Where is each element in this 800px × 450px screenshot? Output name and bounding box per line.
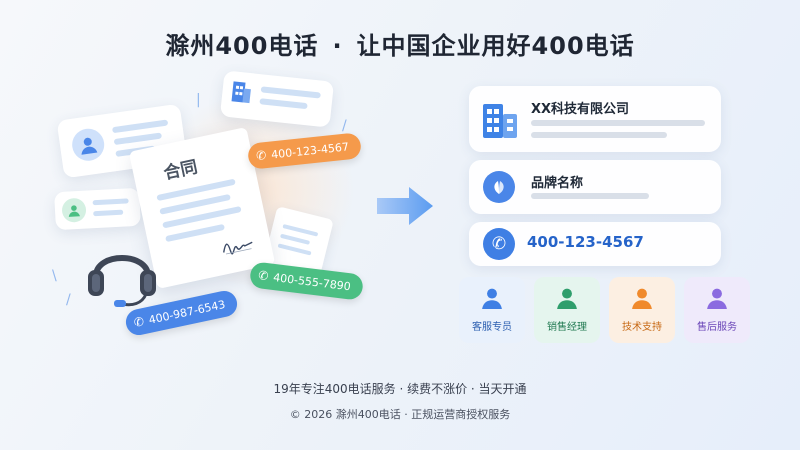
user-icon — [706, 287, 728, 312]
title-slogan: 让中国企业用好400电话 — [356, 32, 635, 60]
role-label: 技术支持 — [622, 322, 662, 333]
role-card-tech-support: 技术支持 — [609, 277, 675, 343]
role-card-after-sales: 售后服务 — [684, 277, 750, 343]
footer-features: 19年专注400电话服务 · 续费不涨价 · 当天开通 — [273, 382, 527, 396]
phone-number: 400-123-4567 — [527, 233, 644, 251]
contract-label: 合同 — [162, 157, 200, 184]
signature-icon — [219, 234, 256, 261]
user-icon — [61, 197, 87, 223]
headset-icon — [82, 232, 162, 312]
phone-card: ✆ 400-123-4567 — [469, 222, 721, 266]
company-profile-card — [219, 70, 335, 128]
leaf-icon — [483, 171, 515, 203]
company-card: XX科技有限公司 — [469, 86, 721, 152]
sparkle-icon: / — [342, 118, 347, 134]
sparkle-icon: \ — [52, 268, 57, 284]
building-icon — [481, 98, 519, 144]
profile-card-small — [54, 187, 141, 231]
contract-document: 合同 — [128, 127, 276, 289]
phone-icon: ✆ — [132, 314, 146, 330]
phone-number-pill: ✆ 400-555-7890 — [248, 261, 365, 301]
placeholder-line — [531, 132, 667, 138]
phone-icon: ✆ — [255, 148, 268, 164]
text-line — [93, 209, 124, 217]
phone-number-text: 400-123-4567 — [270, 139, 350, 161]
phone-icon: ✆ — [257, 268, 270, 284]
building-icon — [229, 77, 254, 109]
text-line — [92, 198, 129, 206]
text-line — [259, 98, 308, 110]
phone-icon: ✆ — [483, 228, 515, 260]
text-line — [111, 119, 169, 134]
title-separator: · — [332, 32, 343, 60]
role-card-sales-manager: 销售经理 — [534, 277, 600, 343]
footer-copyright: © 2026 滁州400电话 · 正规运营商授权服务 — [289, 408, 511, 421]
brand-name: 品牌名称 — [531, 176, 584, 191]
placeholder-line — [531, 193, 649, 199]
title-brand: 滁州400电话 — [165, 32, 319, 60]
text-line — [113, 132, 163, 146]
company-name: XX科技有限公司 — [531, 102, 630, 117]
role-label: 售后服务 — [697, 322, 737, 333]
user-icon — [481, 287, 503, 312]
brand-card: 品牌名称 — [469, 160, 721, 214]
user-icon — [70, 126, 107, 163]
user-icon — [556, 287, 578, 312]
placeholder-line — [531, 120, 705, 126]
sparkle-icon: / — [66, 292, 71, 308]
role-label: 销售经理 — [547, 322, 587, 333]
user-icon — [631, 287, 653, 312]
phone-number-text: 400-555-7890 — [272, 270, 352, 293]
sparkle-icon: | — [196, 92, 201, 108]
page-title: 滁州400电话 · 让中国企业用好400电话 — [0, 26, 800, 61]
profile-card — [56, 103, 188, 179]
role-label: 客服专员 — [472, 322, 512, 333]
role-card-customer-service: 客服专员 — [459, 277, 525, 343]
arrow-right-icon — [375, 185, 435, 227]
text-line — [260, 86, 321, 99]
